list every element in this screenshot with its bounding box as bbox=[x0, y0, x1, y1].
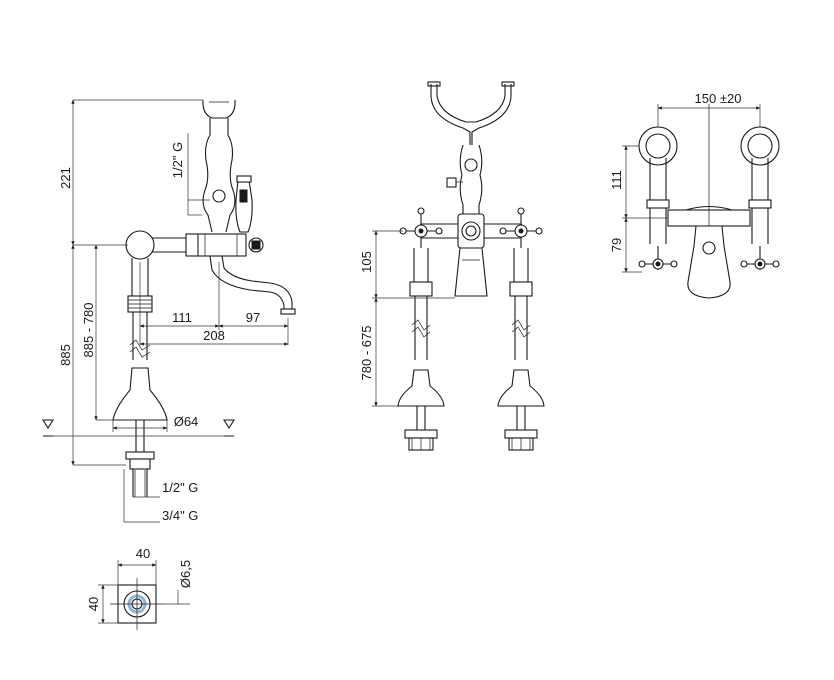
dim-885-780-label: 885 - 780 bbox=[81, 303, 96, 358]
dim-885-label: 885 bbox=[58, 344, 73, 366]
front-view: 105 780 - 675 bbox=[359, 81, 545, 451]
side-view: 221 1/2" G 885 885 - 780 111 97 208 bbox=[42, 99, 296, 523]
dim-150-20-label: 150 ±20 bbox=[695, 91, 742, 106]
front-spout bbox=[454, 247, 488, 297]
handset-cradle bbox=[202, 99, 236, 119]
column-boss bbox=[212, 189, 226, 203]
dim-79-label: 79 bbox=[609, 238, 624, 252]
dim-inlet-three-quarter-label: 3/4" G bbox=[162, 508, 198, 523]
dim-208-label: 208 bbox=[203, 328, 225, 343]
top-cross-handle-left bbox=[638, 246, 678, 270]
front-handset-cradle bbox=[430, 84, 512, 145]
leg-pipe bbox=[131, 258, 149, 360]
elbow-ball bbox=[125, 230, 155, 260]
front-leg-right bbox=[497, 248, 545, 451]
cross-handle-right bbox=[499, 207, 543, 248]
front-leg-left bbox=[397, 248, 445, 451]
dim-half-inch-g-label: 1/2" G bbox=[170, 142, 185, 178]
dim-40-height-label: 40 bbox=[86, 597, 101, 611]
top-cross-handle-right bbox=[740, 246, 780, 270]
floor-nut bbox=[125, 451, 155, 460]
top-view: 150 ±20 111 79 bbox=[609, 91, 780, 299]
dim-111-label: 111 bbox=[172, 310, 192, 325]
floor-level-marker-right bbox=[223, 419, 235, 437]
handset-column bbox=[202, 118, 236, 233]
valve-body bbox=[195, 233, 247, 257]
dim-40-width-label: 40 bbox=[136, 546, 150, 561]
top-ring-left bbox=[638, 126, 678, 166]
spout-outlet bbox=[280, 308, 296, 315]
lever-insert bbox=[239, 189, 248, 203]
base-detail: 40 40 Ø6,5 bbox=[86, 546, 193, 630]
dim-105-label: 105 bbox=[359, 251, 374, 273]
bath-spout bbox=[209, 255, 293, 313]
dim-inlet-half-label: 1/2" G bbox=[162, 480, 198, 495]
dim-o6-5-label: Ø6,5 bbox=[178, 560, 193, 588]
ceramic-lever bbox=[235, 179, 253, 233]
floor-level-marker-left bbox=[42, 419, 54, 437]
top-spout bbox=[687, 225, 731, 299]
front-column bbox=[459, 144, 483, 215]
dim-221-label: 221 bbox=[58, 167, 73, 189]
dim-97-label: 97 bbox=[246, 310, 260, 325]
dim-780-675-label: 780 - 675 bbox=[359, 326, 374, 381]
shroud bbox=[112, 367, 168, 421]
cross-handle-left bbox=[399, 207, 443, 248]
dim-o64-label: Ø64 bbox=[174, 414, 199, 429]
dim-top-111-label: 111 bbox=[609, 170, 624, 190]
top-ring-right bbox=[740, 126, 780, 166]
